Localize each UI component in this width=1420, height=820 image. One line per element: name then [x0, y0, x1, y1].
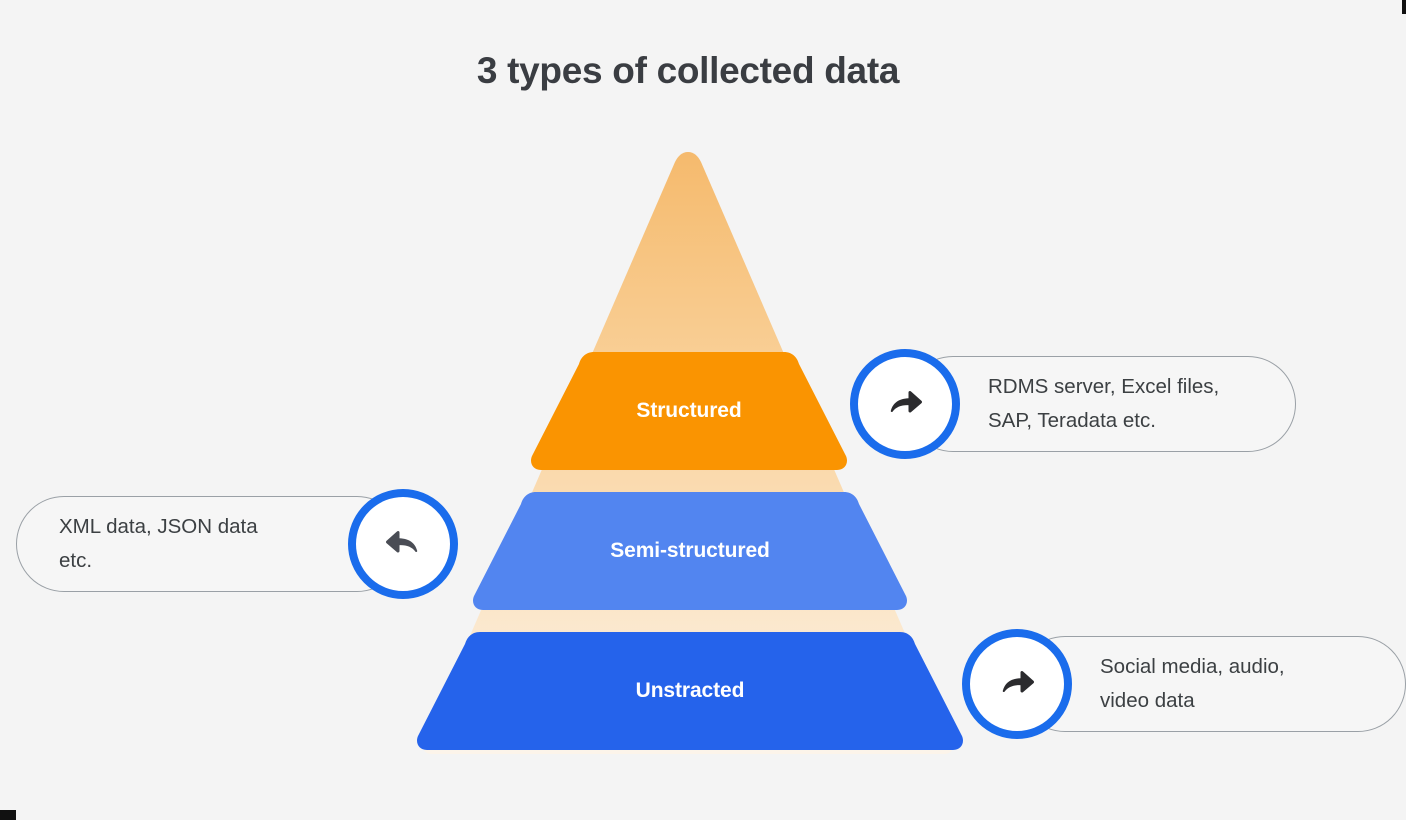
callout-pill-structured: RDMS server, Excel files, SAP, Teradata …	[905, 356, 1296, 452]
tier-label-structured: Structured	[636, 399, 742, 422]
share-arrow-right-icon[interactable]	[962, 629, 1072, 739]
callout-text-structured: RDMS server, Excel files, SAP, Teradata …	[988, 375, 1220, 432]
reply-arrow-left-icon[interactable]	[348, 489, 458, 599]
right-edge-strip	[1406, 0, 1420, 820]
callout-unstructured[interactable]: Social media, audio, video data	[962, 629, 1406, 739]
top-right-crop-mark	[1402, 0, 1406, 14]
callout-semi-structured[interactable]: XML data, JSON data etc.	[16, 489, 458, 599]
share-arrow-right-icon[interactable]	[850, 349, 960, 459]
callout-pill-semi-structured: XML data, JSON data etc.	[16, 496, 405, 592]
callout-pill-unstructured: Social media, audio, video data	[1017, 636, 1406, 732]
callout-text-semi-structured: XML data, JSON data etc.	[59, 515, 258, 572]
tier-label-unstructured: Unstracted	[635, 679, 745, 702]
pyramid-tier-unstructured[interactable]: Unstracted	[414, 632, 966, 750]
pyramid-tier-semi-structured[interactable]: Semi-structured	[470, 492, 910, 610]
callout-text-unstructured: Social media, audio, video data	[1100, 655, 1285, 712]
pyramid-tier-structured[interactable]: Structured	[528, 352, 850, 470]
tier-label-semi-structured: Semi-structured	[610, 539, 770, 562]
bottom-left-crop-mark	[0, 810, 16, 820]
page-title: 3 types of collected data	[476, 50, 900, 91]
callout-structured[interactable]: RDMS server, Excel files, SAP, Teradata …	[850, 349, 1296, 459]
